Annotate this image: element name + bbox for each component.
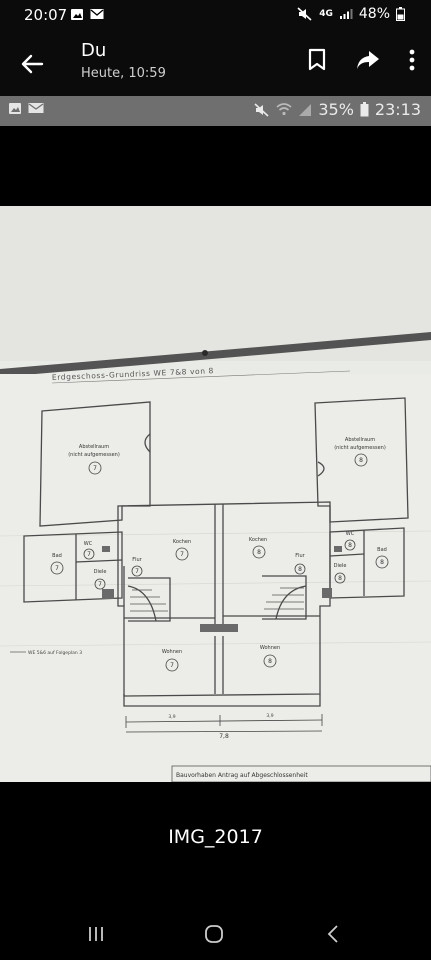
floor-plan: Erdgeschoss-Grundriss WE 7&8 von 8 [0, 206, 431, 782]
dimension-total: 7,8 [219, 733, 229, 740]
gallery-icon [71, 9, 83, 20]
room-label: Diele [94, 569, 107, 575]
room-number: 8 [338, 575, 342, 582]
room-number: 7 [170, 662, 174, 669]
room-label: Wohnen [260, 645, 280, 651]
mail-icon [90, 9, 104, 19]
photo-battery-text: 35% [318, 100, 354, 119]
room-number: 7 [55, 565, 59, 572]
room-label: Bad [52, 553, 62, 559]
dimension-a: 3,9 [168, 714, 175, 720]
room-label: WC [346, 531, 355, 537]
app-bar: Du Heute, 10:59 [0, 30, 431, 96]
room-label: Kochen [249, 537, 267, 543]
mute-icon [254, 102, 269, 117]
mute-icon [297, 7, 312, 21]
room-number: 7 [180, 551, 184, 558]
room-number: 8 [359, 457, 363, 464]
recents-icon[interactable] [82, 922, 110, 946]
more-icon[interactable] [409, 49, 415, 71]
battery-icon [360, 102, 369, 117]
timestamp: Heute, 10:59 [81, 66, 166, 81]
room-label: Wohnen [162, 649, 182, 655]
room-number: 7 [98, 581, 102, 588]
navigation-bar [0, 910, 431, 960]
room-label: Flur [132, 557, 142, 563]
status-time: 20:07 [24, 6, 68, 24]
floor-plan-paper: Erdgeschoss-Grundriss WE 7&8 von 8 [0, 206, 431, 782]
room-number: 8 [380, 559, 384, 566]
home-icon[interactable] [200, 922, 228, 946]
back-nav-icon[interactable] [320, 922, 348, 946]
photo-time: 23:13 [374, 100, 421, 119]
room-number: 8 [257, 549, 261, 556]
room-label: Kochen [173, 539, 191, 545]
room-number: 7 [87, 551, 91, 558]
network-type: 4G [319, 9, 333, 19]
chat-title: Du [81, 40, 107, 61]
room-label: Diele [334, 563, 347, 569]
back-icon[interactable] [18, 50, 46, 78]
signal-icon [299, 103, 312, 116]
signal-icon [339, 9, 353, 19]
room-number: 7 [135, 568, 139, 575]
gallery-icon [9, 103, 21, 114]
battery-text: 48% [358, 6, 390, 22]
room-number: 8 [348, 542, 352, 549]
room-number: 8 [268, 658, 272, 665]
bookmark-icon[interactable] [307, 48, 327, 72]
room-label: (nicht aufgemessen) [68, 452, 120, 458]
image-caption: IMG_2017 [168, 826, 263, 848]
photo-view[interactable]: 35% 23:13 Erdgeschoss-Grundriss WE 7&8 v… [0, 96, 431, 782]
share-icon[interactable] [355, 49, 381, 71]
photo-status-bar: 35% 23:13 [0, 96, 431, 126]
wifi-icon [276, 103, 292, 116]
mail-icon [28, 103, 44, 113]
room-label: Bad [377, 547, 387, 553]
battery-icon [396, 7, 405, 21]
status-bar: 20:07 4G 48% [0, 0, 431, 30]
dimension-b: 3,9 [266, 713, 273, 719]
room-label: (nicht aufgemessen) [334, 445, 386, 451]
room-label: Flur [295, 553, 305, 559]
room-number: 7 [93, 465, 97, 472]
room-label: WC [84, 541, 93, 547]
room-number: 8 [298, 566, 302, 573]
plan-note: WE 5&6 auf Folgeplan 3 [28, 650, 82, 656]
room-label: Abstellraum [345, 437, 375, 443]
title-block: Bauvorhaben Antrag auf Abgeschlossenheit [176, 772, 308, 779]
room-label: Abstellraum [79, 444, 109, 450]
